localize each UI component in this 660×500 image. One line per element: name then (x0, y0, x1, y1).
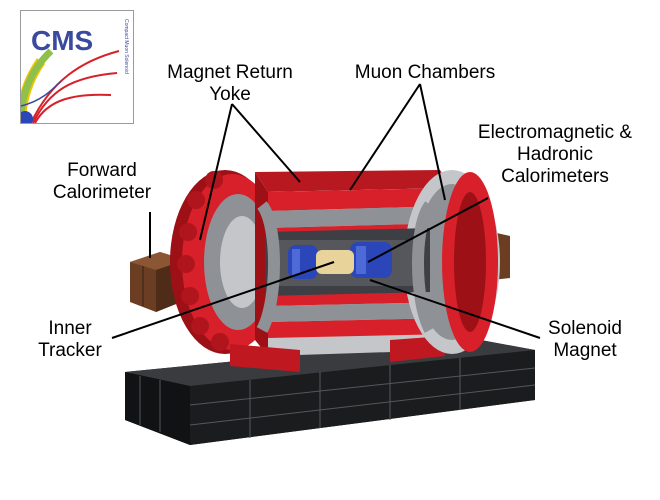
label-solenoid-magnet: Solenoid Magnet (548, 318, 622, 361)
cms-logo: CMS Compact Muon Solenoid (20, 10, 134, 124)
support-base (125, 338, 536, 445)
label-muon-chambers: Muon Chambers (354, 62, 496, 83)
logo-title: CMS (31, 25, 94, 56)
label-calorimeters: Electromagnetic & Hadronic Calorimeters (477, 122, 633, 187)
logo-subtitle: Compact Muon Solenoid (123, 19, 129, 74)
pointer-lines (111, 83, 541, 339)
label-magnet-return-yoke: Magnet Return Yoke (167, 62, 293, 105)
label-forward-calorimeter: Forward Calorimeter (52, 160, 152, 203)
cms-logo-icon (21, 48, 120, 123)
label-inner-tracker: Inner Tracker (38, 318, 102, 361)
inner-tracker-cylinder (316, 250, 354, 274)
cutaway-interior (256, 201, 436, 333)
